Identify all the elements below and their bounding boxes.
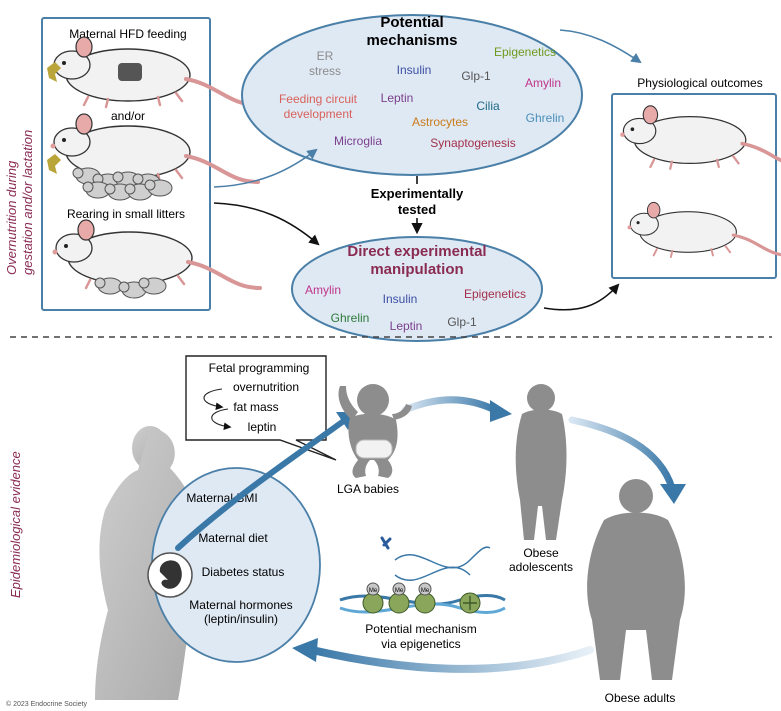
direct-glp1: Glp-1: [447, 315, 477, 329]
condition-andor-label: and/or: [111, 109, 145, 123]
potential-title-line2: mechanisms: [367, 32, 458, 49]
cycle-arrowhead-2: [490, 400, 512, 422]
fetal-line-fat-mass: fat mass: [233, 400, 278, 414]
mechanism-feeding-circuit-line1: Feeding circuit: [279, 92, 358, 106]
cycle-arrow-adolescent-to-adult: [568, 416, 676, 492]
direct-epigenetics: Epigenetics: [464, 287, 526, 301]
direct-title-line2: manipulation: [370, 261, 463, 278]
maternal-factor-hormones-line2: (leptin/insulin): [204, 612, 278, 626]
fetal-line-overnutrition: overnutrition: [233, 380, 299, 394]
direct-manipulation-bubble: [291, 236, 543, 342]
condition-hfd-label: Maternal HFD feeding: [69, 27, 186, 41]
cycle-arrowhead-4: [292, 638, 318, 662]
side-label-bottom: Epidemiological evidence: [8, 451, 23, 598]
arrow-to-outcomes-from-potential: [559, 29, 642, 64]
tested-label-line1: Experimentally: [371, 186, 464, 201]
outcomes-title: Physiological outcomes: [637, 76, 762, 90]
mechanism-cilia: Cilia: [476, 99, 500, 113]
mechanism-amylin: Amylin: [525, 76, 561, 90]
dna-epigenetics-illustration: [339, 536, 506, 614]
arrow-to-direct: [213, 202, 320, 246]
chromosome-icon: [380, 536, 392, 550]
mouse-hfd-illustration: [48, 35, 260, 109]
potential-title-line1: Potential: [380, 14, 443, 31]
arrow-to-potential: [213, 148, 318, 188]
puzzle-piece-icon: [47, 154, 61, 174]
mechanism-synaptogenesis: Synaptogenesis: [430, 136, 515, 150]
fetal-programming-callout: [185, 355, 337, 461]
puzzle-piece-icon: [47, 62, 61, 82]
mechanism-microglia: Microglia: [334, 134, 382, 148]
direct-leptin: Leptin: [390, 319, 423, 333]
direct-title-line1: Direct experimental: [347, 243, 486, 260]
copyright: © 2023 Endocrine Society: [6, 700, 88, 708]
stage-adolescents-line1: Obese: [523, 546, 559, 560]
mechanism-ghrelin: Ghrelin: [526, 111, 565, 125]
direct-amylin: Amylin: [305, 283, 341, 297]
pregnant-woman-silhouette: [95, 426, 200, 700]
mechanism-glp1: Glp-1: [461, 69, 491, 83]
lga-baby-silhouette: [338, 384, 412, 478]
maternal-factor-hormones-line1: Maternal hormones: [189, 598, 292, 612]
mechanism-astrocytes: Astrocytes: [412, 115, 468, 129]
fetus-icon: [159, 560, 182, 589]
fetal-line-leptin: leptin: [248, 420, 277, 434]
cycle-arrow-woman-to-baby: [175, 417, 348, 551]
me-label-2: Me: [395, 588, 404, 594]
fetal-arrow-2: [211, 408, 232, 431]
stage-lga-label: LGA babies: [337, 482, 399, 496]
mechanism-feeding-circuit-line2: development: [284, 107, 353, 121]
epigenetic-caption-line2: via epigenetics: [381, 637, 460, 651]
direct-insulin: Insulin: [383, 292, 418, 306]
mechanism-er-stress-line1: ER: [317, 49, 334, 63]
mechanism-epigenetics: Epigenetics: [494, 45, 556, 59]
mechanism-leptin: Leptin: [381, 91, 414, 105]
arrow-to-outcomes-from-direct: [543, 283, 620, 311]
obese-adult-silhouette: [587, 479, 685, 680]
stage-adolescents-line2: adolescents: [509, 560, 573, 574]
fetal-arrow-1: [203, 388, 224, 411]
me-label-1: Me: [369, 588, 378, 594]
epigenetic-caption-line1: Potential mechanism: [365, 622, 476, 636]
cycle-arrow-adult-to-woman: [308, 646, 594, 673]
maternal-factor-diabetes: Diabetes status: [202, 565, 285, 579]
maternal-factor-diet: Maternal diet: [198, 531, 268, 545]
direct-ghrelin: Ghrelin: [331, 311, 370, 325]
stage-adults-label: Obese adults: [605, 691, 676, 705]
obese-adolescent-silhouette: [515, 384, 567, 540]
me-label-3: Me: [421, 588, 430, 594]
mechanism-er-stress-line2: stress: [309, 64, 341, 78]
mechanism-insulin: Insulin: [397, 63, 432, 77]
cycle-arrowhead-3: [660, 484, 686, 504]
side-label-top-line2: gestation and/or lactation: [20, 130, 35, 275]
side-label-top-line1: Overnutrition during: [4, 160, 19, 275]
cycle-arrow-baby-to-adolescent: [401, 396, 499, 414]
lga-baby-diaper: [355, 439, 393, 459]
condition-small-litters-label: Rearing in small litters: [67, 207, 185, 221]
fetal-title: Fetal programming: [209, 361, 310, 375]
potential-mechanisms-bubble: [241, 14, 583, 176]
tested-label-line2: tested: [398, 202, 436, 217]
